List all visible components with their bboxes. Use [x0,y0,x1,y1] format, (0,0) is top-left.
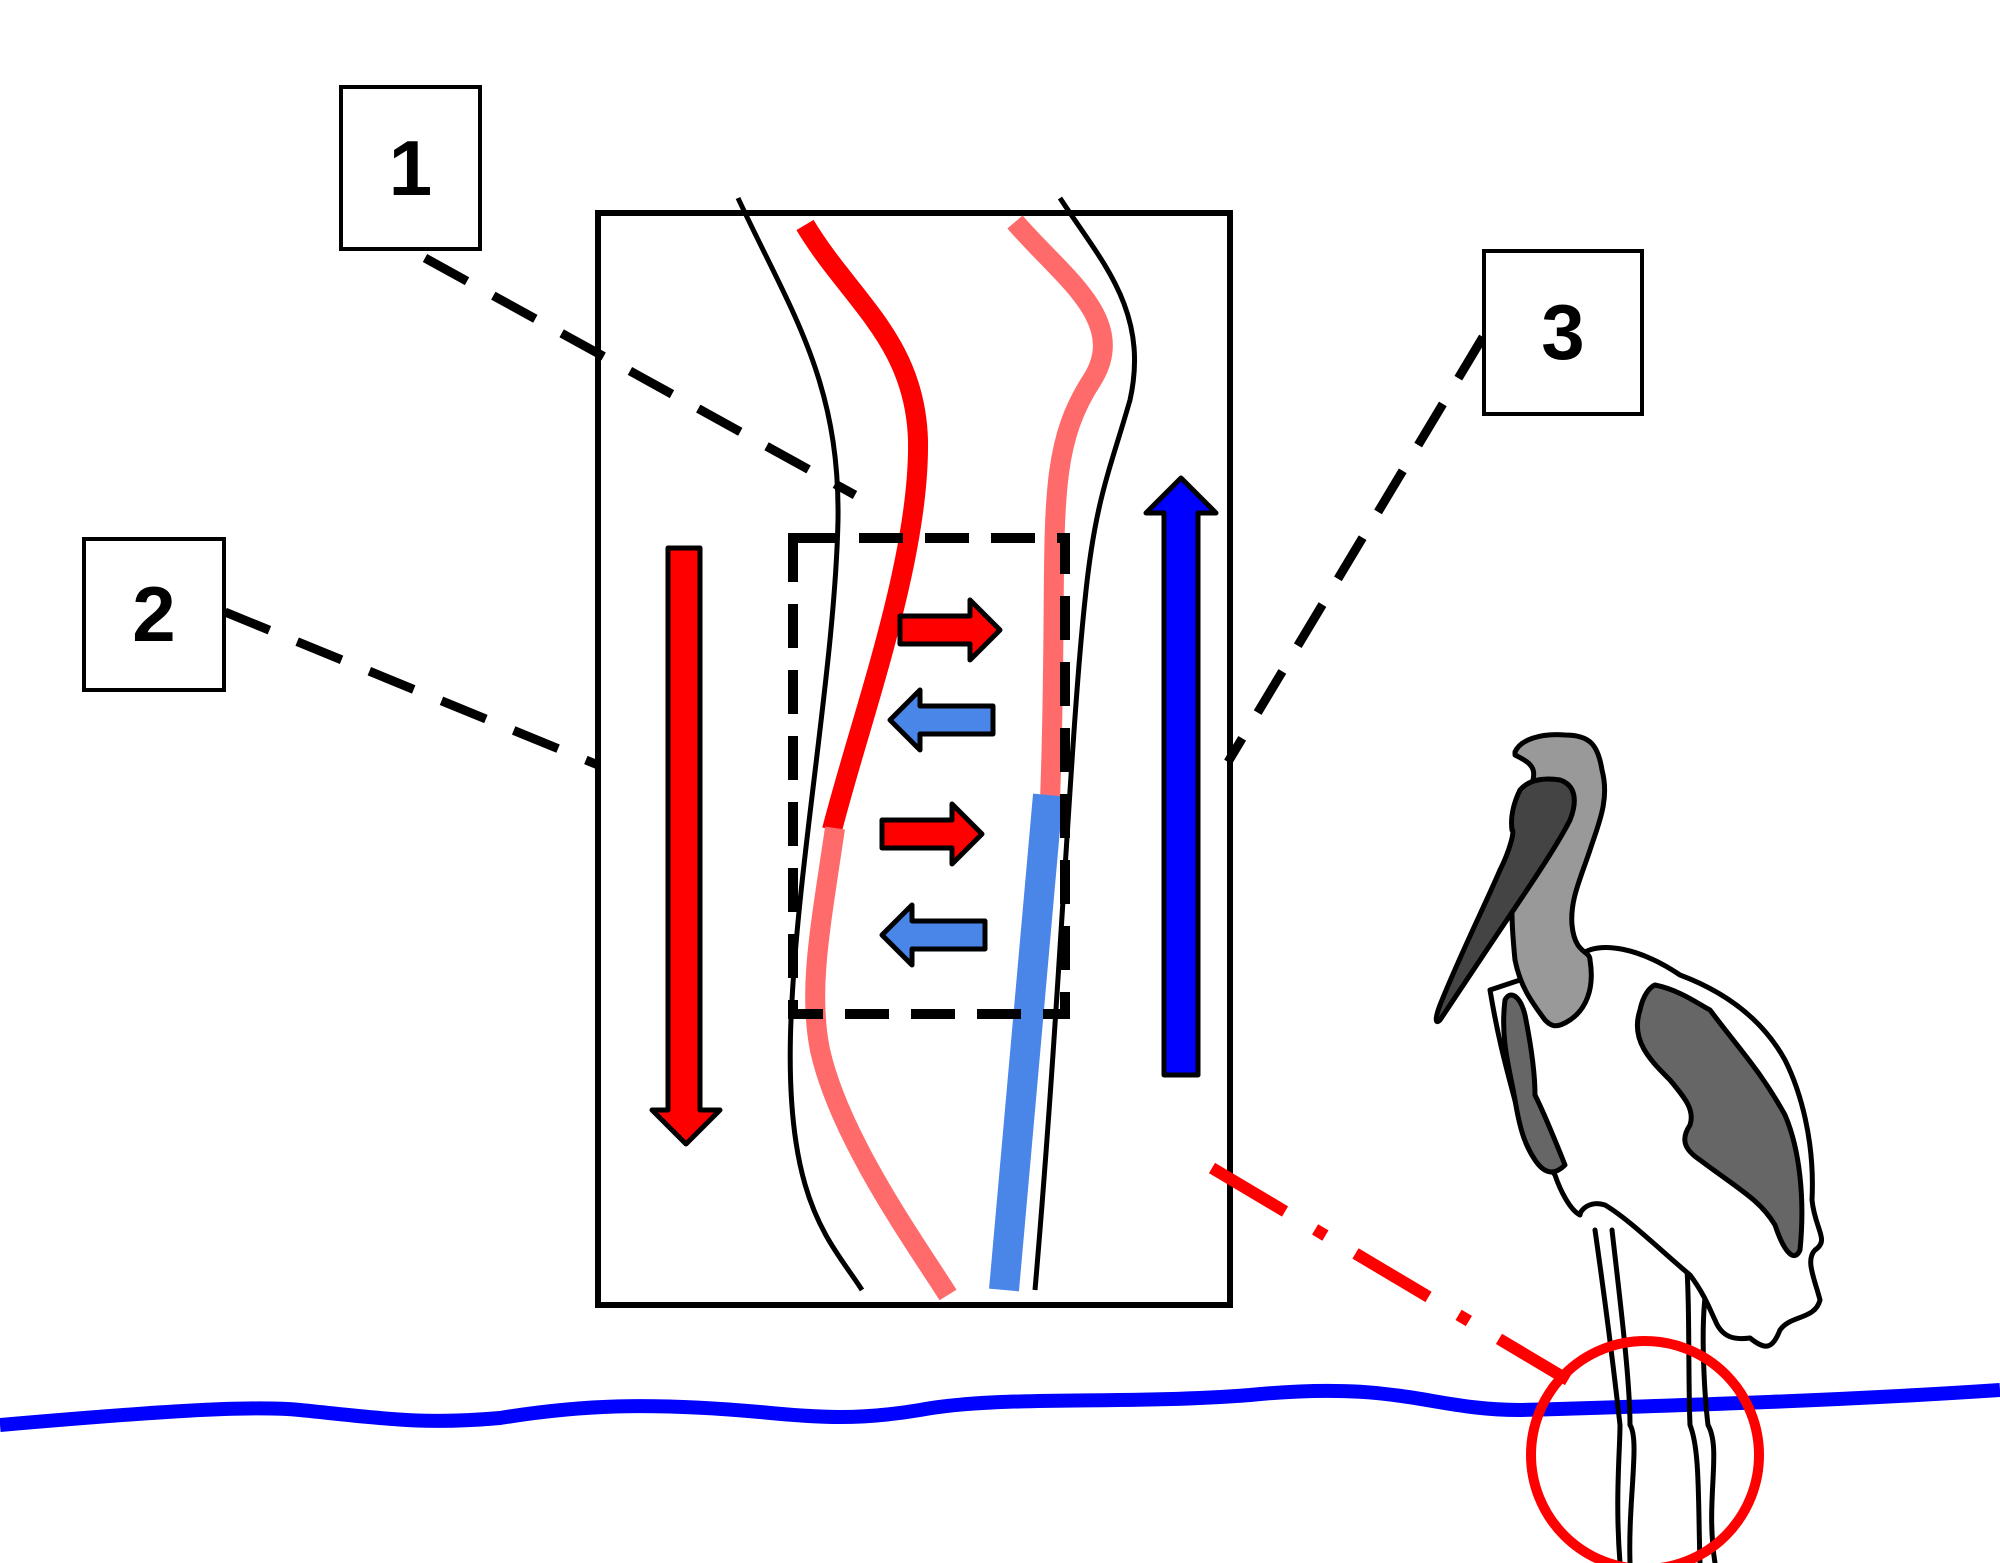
heat-arrow-left-2 [879,902,988,968]
artery-warm-segment [796,219,929,833]
vein-cold-segment [989,793,1063,1292]
label-box-1: 1 [339,85,482,251]
bird-beak [1433,776,1577,1025]
bird-leg-left-inner [1609,1227,1637,1563]
bird-leg-right-inner [1700,1287,1718,1563]
down-flow-arrow [649,545,723,1147]
artery-cooled-segment [805,826,957,1301]
leader-line-2 [223,607,600,770]
bird-leg-right [1683,1252,1703,1563]
vein-warmed-segment [1007,215,1113,801]
leader-line-1 [422,254,858,499]
wading-bird-icon [1433,732,1825,1563]
bird-leg-left [1592,1227,1623,1563]
leader-line-3 [1224,334,1487,765]
water-surface-line [0,1383,2000,1432]
bird-neck-pouch [1501,992,1568,1175]
magnify-circle [1526,1336,1764,1563]
heat-arrow-right-1 [897,597,1003,663]
label-box-2: 2 [82,537,226,692]
heat-arrow-right-2 [879,801,985,867]
bird-wing [1634,982,1805,1258]
up-flow-arrow [1143,475,1219,1078]
exchange-region-dashed [788,533,1070,1019]
magnify-leader-line [1208,1162,1572,1386]
label-box-3: 3 [1482,249,1644,416]
leg-outline-left [735,196,865,1292]
heat-arrow-left-1 [887,687,996,753]
leg-outline-right [1032,196,1137,1291]
